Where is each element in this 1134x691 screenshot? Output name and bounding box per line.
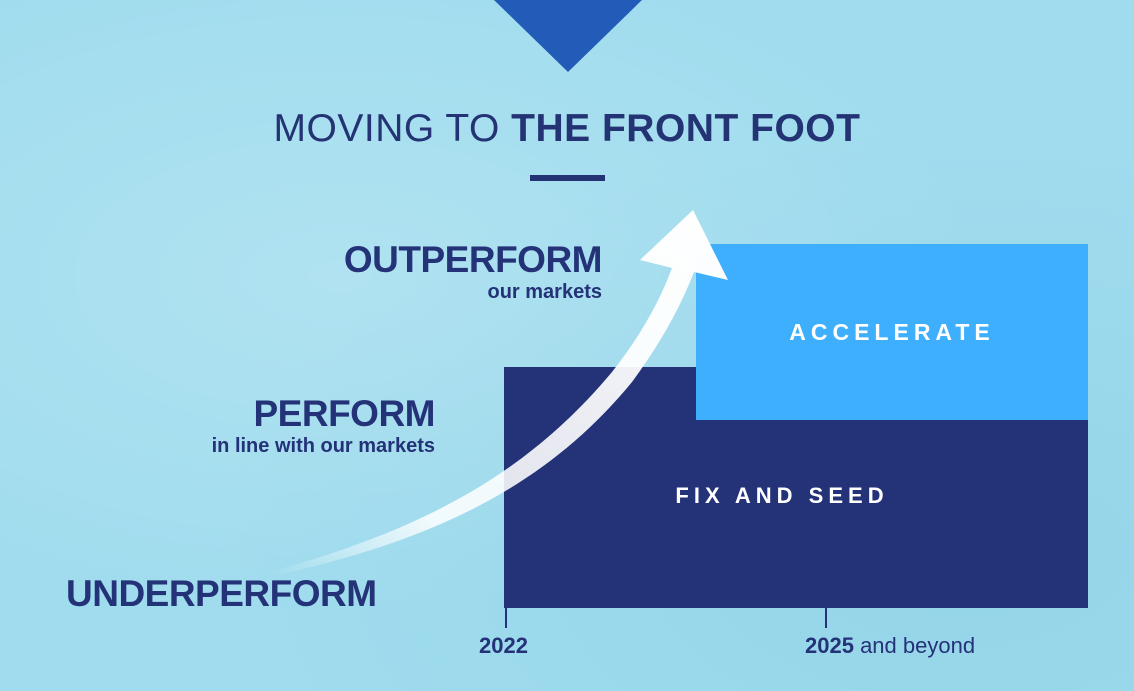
timeline-label-end: 2025 and beyond: [805, 633, 975, 659]
level-outperform-title: OUTPERFORM: [343, 239, 603, 280]
top-triangle-icon: [494, 0, 642, 72]
level-outperform: OUTPERFORM our markets: [200, 239, 603, 304]
page-title: MOVING TO THE FRONT FOOT: [0, 106, 1134, 152]
level-outperform-subtitle: our markets: [487, 281, 603, 303]
title-light: MOVING TO: [273, 107, 512, 150]
accelerate-block: ACCELERATE: [696, 244, 1088, 420]
title-bold: THE FRONT FOOT: [511, 107, 861, 150]
timeline-start-year: 2022: [479, 633, 528, 658]
timeline-end-suffix: and beyond: [853, 633, 976, 658]
accelerate-label: ACCELERATE: [789, 318, 995, 345]
timeline-tick-end: [825, 606, 827, 628]
level-perform-subtitle: in line with our markets: [211, 435, 435, 457]
fix-and-seed-label: FIX AND SEED: [675, 483, 889, 508]
level-perform-title: PERFORM: [253, 393, 436, 434]
timeline-label-start: 2022: [479, 633, 528, 659]
title-divider: [530, 175, 605, 181]
level-perform: PERFORM in line with our markets: [100, 393, 436, 458]
level-underperform-title: UNDERPERFORM: [66, 573, 377, 614]
timeline-end-year: 2025: [805, 633, 854, 658]
timeline-tick-start: [505, 606, 507, 628]
level-underperform: UNDERPERFORM: [66, 574, 406, 614]
